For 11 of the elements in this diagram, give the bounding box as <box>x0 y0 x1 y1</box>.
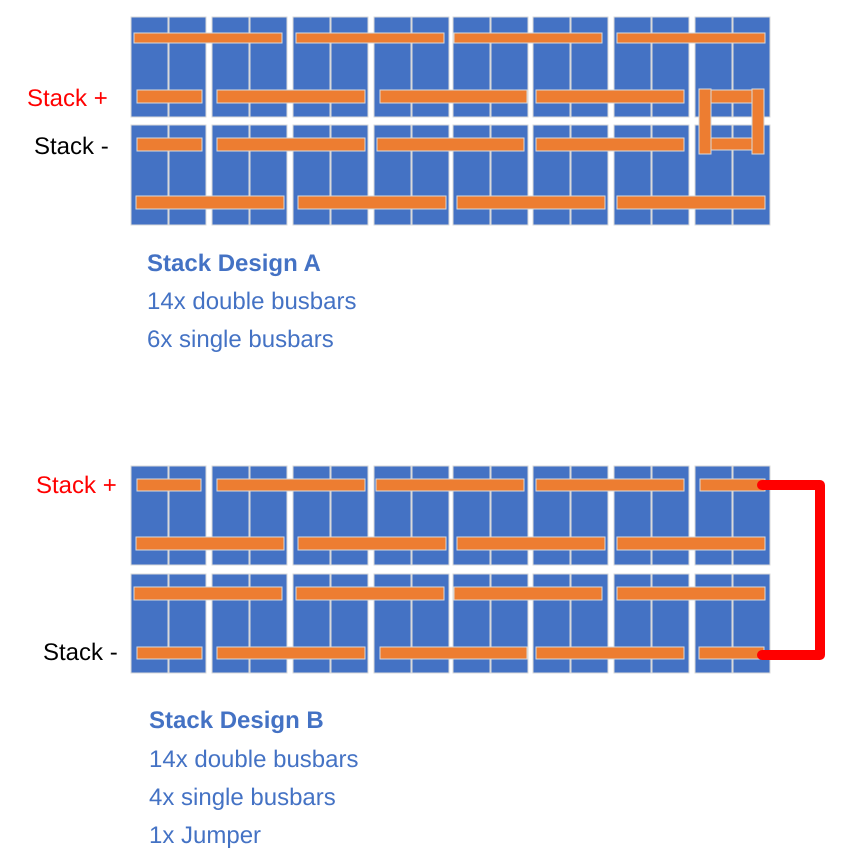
design-title: Stack Design A <box>147 250 321 278</box>
design-title: Stack Design B <box>149 707 324 735</box>
stack-terminal-label: Stack - <box>34 133 109 161</box>
stack-terminal-label: Stack - <box>43 639 118 667</box>
stack-terminal-label: Stack + <box>27 85 108 113</box>
stack-terminal-label: Stack + <box>36 472 117 500</box>
component-count: 14x double busbars <box>147 288 356 316</box>
component-count: 1x Jumper <box>149 822 262 850</box>
component-count: 14x double busbars <box>149 746 358 774</box>
component-count: 6x single busbars <box>147 326 334 354</box>
component-count: 4x single busbars <box>149 784 336 812</box>
